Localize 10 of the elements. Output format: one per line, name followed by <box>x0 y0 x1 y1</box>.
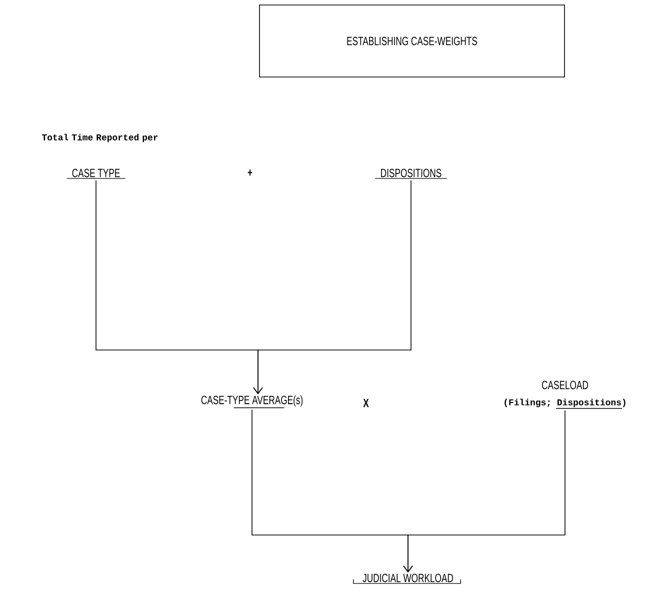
text-node: CASELOAD (Filings; Dispositions) <box>504 380 626 409</box>
connector-arrow <box>403 410 566 573</box>
text-node: JUDICIAL WORKLOAD <box>353 574 461 584</box>
operator-sign: + <box>248 169 252 176</box>
title-box: ESTABLISHING CASE-WEIGHTS <box>259 4 565 78</box>
text-node: DISPOSITIONS <box>374 168 448 179</box>
text-node: Total Time Reported per CASE TYPE <box>42 134 158 179</box>
operator-sign: X <box>363 398 369 408</box>
text-node: CASE-TYPE AVERAGE(s) <box>201 395 303 408</box>
connector-arrow <box>253 180 412 394</box>
